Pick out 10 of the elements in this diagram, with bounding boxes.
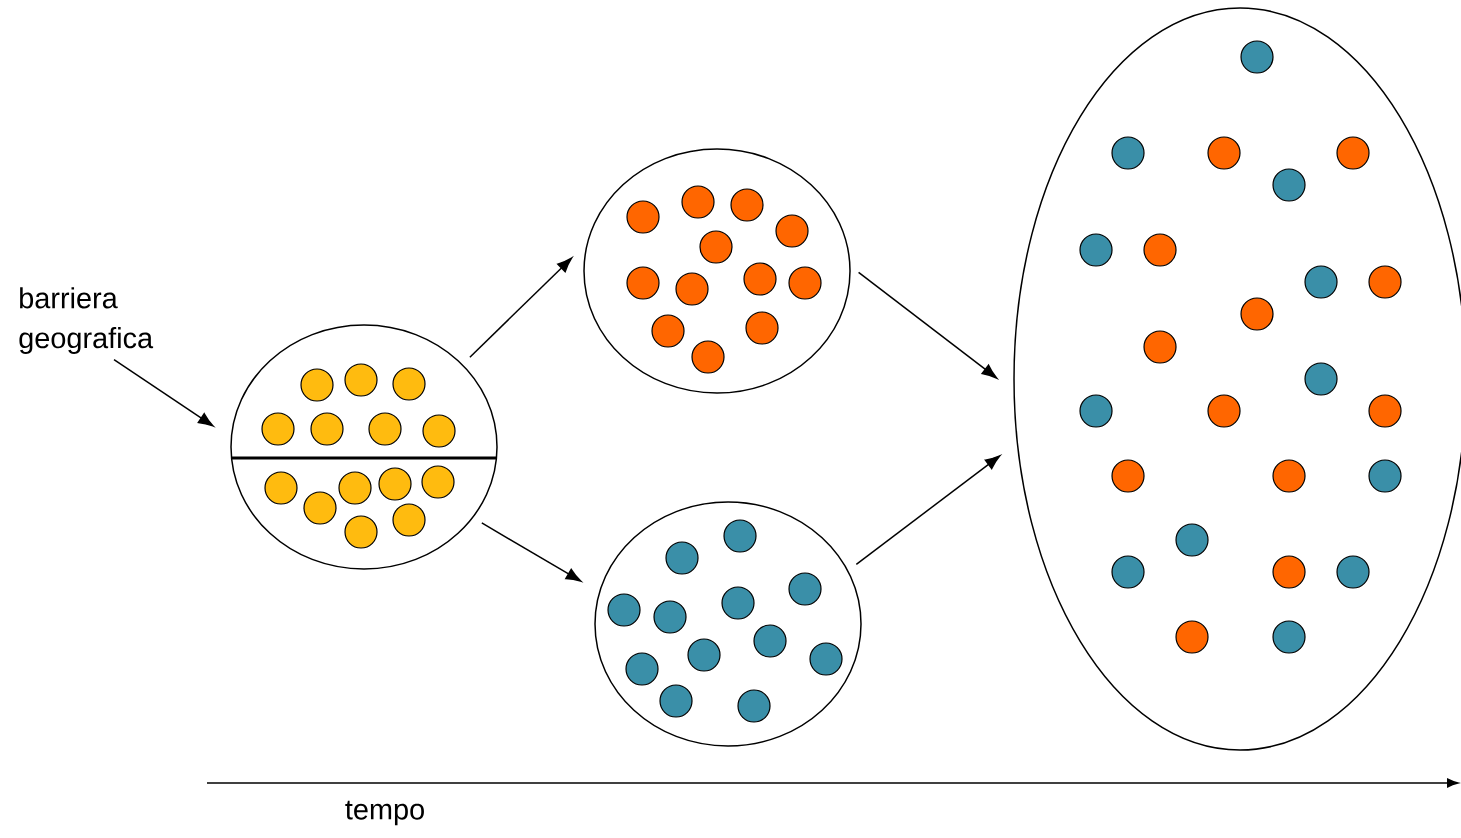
- population-ellipse: [594, 501, 862, 747]
- arrow: [469, 257, 573, 358]
- arrow: [481, 522, 582, 582]
- arrow: [855, 455, 1001, 566]
- text-label: barriera geografica: [19, 287, 154, 354]
- axis-label: tempo: [345, 800, 424, 826]
- population-ellipse: [583, 148, 851, 394]
- arrow: [113, 359, 214, 427]
- arrow: [857, 271, 998, 379]
- population-ellipse: [230, 324, 498, 570]
